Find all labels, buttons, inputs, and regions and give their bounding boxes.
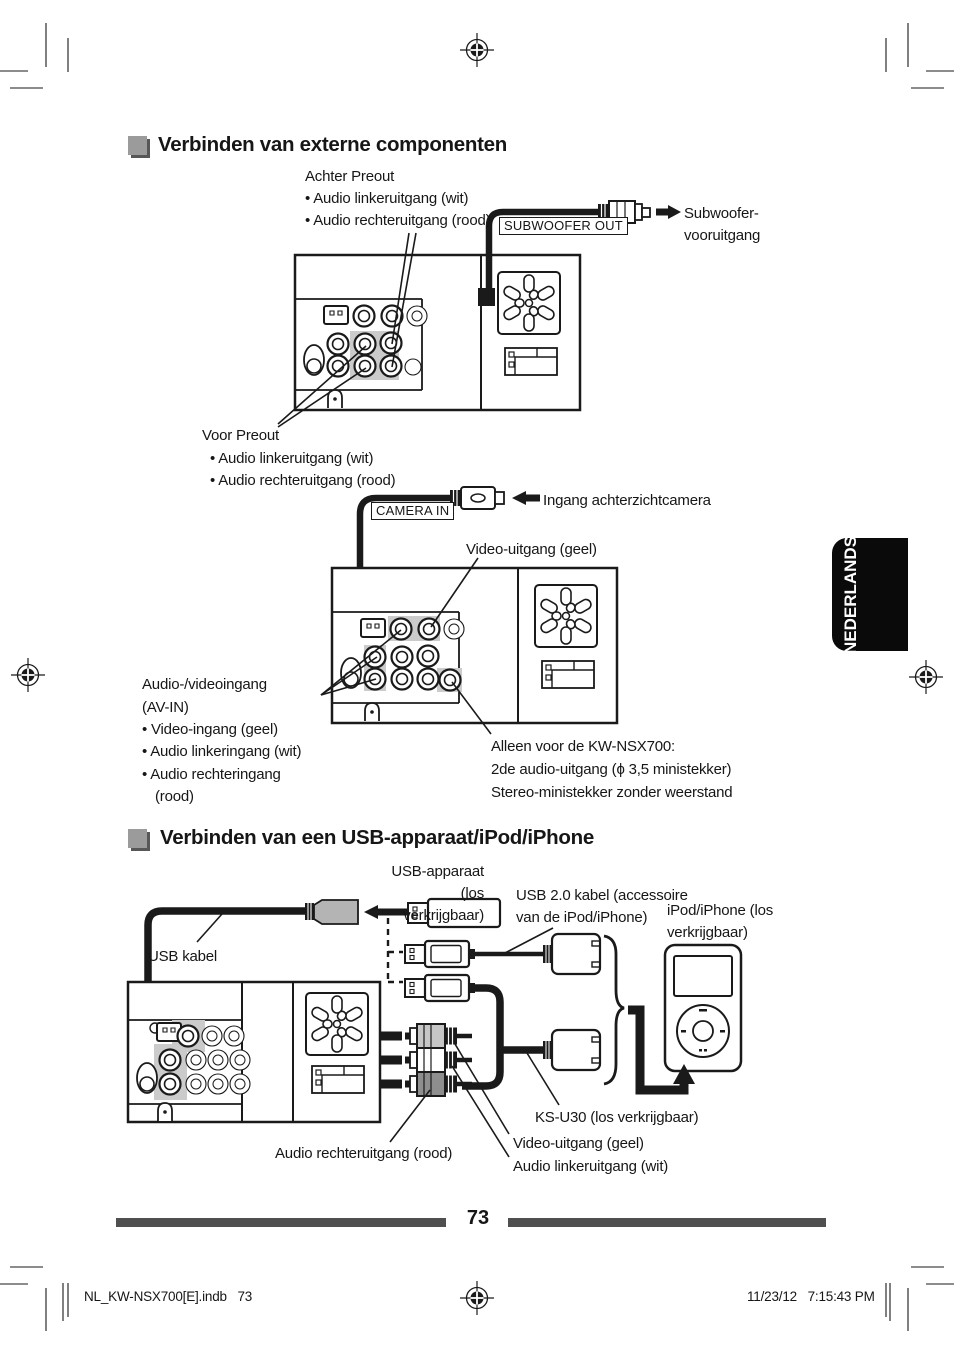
audio-right-output-label: Audio rechteruitgang (rood) [275,1145,453,1162]
section1-title: Verbinden van externe componenten [158,133,507,156]
page-number-bar [116,1218,446,1227]
crop-marks-icon [0,23,954,1331]
dashed-links [386,918,403,984]
achter-preout-heading: Achter Preout [305,168,395,185]
usb-plug-icon [403,939,477,969]
audio-left-output-label: Audio linkeruitgang (wit) [513,1158,669,1175]
dock-connector-icon [541,1028,602,1072]
av-in-item: • Audio rechteringang (rood) [142,766,281,805]
ks-u30-label: KS-U30 (los verkrijgbaar) [535,1109,699,1126]
rear-panel-unit-1 [295,255,580,410]
usb-cable-label: USB kabel [148,948,218,965]
ipod-cable [628,1005,695,1095]
language-tab-label: NEDERLANDS [841,535,860,654]
section2-title: Verbinden van een USB-apparaat/iPod/iPho… [160,826,594,849]
rca-plug-yellow-icon [405,1024,472,1048]
usb-device-label: USB-apparaat (los verkrijgbaar) [391,863,484,924]
pointer-line-note [451,681,492,735]
registration-mark-icon [10,657,46,693]
rca-plug-white-icon [405,1048,472,1072]
voor-preout-item: • Audio linkeruitgang (wit) [210,450,374,467]
usb-cable-accessory-label: USB 2.0 kabel (accessoire van de iPod/iP… [516,887,688,926]
subwoofer-out-tag: SUBWOOFER OUT [499,217,628,235]
footer-datetime: 11/23/12 7:15:43 PM [747,1289,875,1304]
subwoofer-arrow-icon [656,205,681,219]
pointer-lines-section2 [196,913,560,1158]
dock-connector-icon [541,932,602,976]
rca-plug-red-icon [405,1072,472,1096]
pointer-lines-achter-preout [391,232,417,368]
rear-panel-unit-3 [126,980,382,1124]
camera-input-label: Ingang achterzichtcamera [543,492,711,509]
av-in-heading: Audio-/videoingang (AV-IN) [142,676,267,716]
camera-in-tag: CAMERA IN [371,502,455,520]
ks-u30-cable [462,984,543,1090]
registration-mark-icon [459,1280,495,1316]
usb-female-connector-icon [305,899,359,925]
subwoofer-output-label: Subwoofer- vooruitgang [684,205,761,244]
video-output-label: Video-uitgang (geel) [513,1135,644,1152]
pointer-line-video-out [430,557,479,628]
usb-plug-icon [403,973,477,1003]
av-in-item: • Audio linkeringang (wit) [142,743,302,760]
camera-connector-icon [450,486,505,510]
subwoofer-cable [478,208,598,306]
kw-nsx700-note: Alleen voor de KW-NSX700: 2de audio-uitg… [491,738,733,801]
section-marker-icon [128,136,147,155]
registration-mark-icon [908,659,944,695]
ipod-label: iPod/iPhone (los verkrijgbaar) [667,902,774,941]
rear-panel-unit-2 [332,568,617,723]
camera-arrow-icon [512,491,540,505]
usb-device-icon [407,897,502,929]
pointer-lines-voor-preout [277,345,367,428]
registration-mark-icon [459,32,495,68]
achter-preout-item: • Audio rechteruitgang (rood) [305,212,491,229]
pointer-lines-av-in [320,629,402,696]
voor-preout-item: • Audio rechteruitgang (rood) [210,472,396,489]
voor-preout-heading: Voor Preout [202,427,280,444]
brace-icon [603,934,625,1086]
section-marker-icon [128,829,147,848]
video-output-label: Video-uitgang (geel) [466,541,597,558]
page-number: 73 [466,1207,490,1229]
footer-file-info: NL_KW-NSX700[E].indb 73 [84,1289,253,1304]
ipod-icon [663,943,743,1073]
av-in-item: • Video-ingang (geel) [142,721,278,738]
page-number-bar [508,1218,826,1227]
usb-device-arrow-icon [364,905,408,919]
language-tab: NEDERLANDS [832,535,908,654]
achter-preout-item: • Audio linkeruitgang (wit) [305,190,469,207]
